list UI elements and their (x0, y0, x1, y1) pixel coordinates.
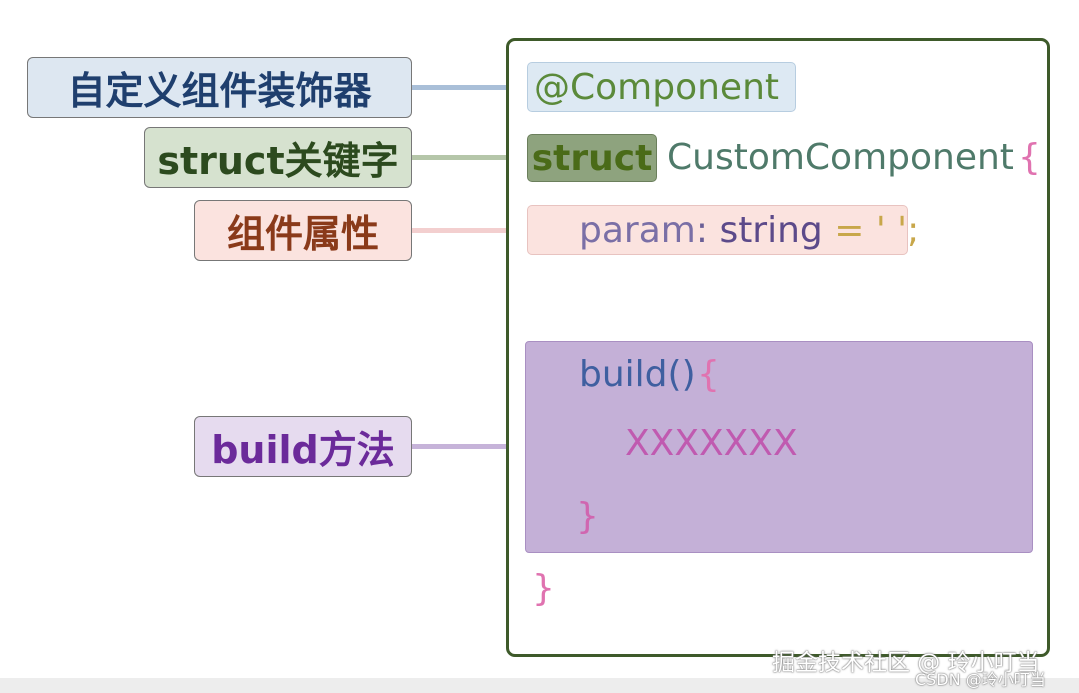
param-name: param (579, 209, 696, 251)
label-build-method: build方法 (194, 416, 412, 477)
label-component-props: 组件属性 (194, 200, 412, 261)
param-value: = ' '; (834, 209, 920, 251)
label-struct-keyword: struct关键字 (144, 127, 412, 188)
build-open-brace: { (697, 354, 720, 395)
struct-open-brace: { (1018, 137, 1041, 178)
connector-decorator (412, 85, 528, 90)
param-code: param: string = ' '; (527, 205, 919, 255)
param-type: string (719, 209, 823, 251)
connector-build (412, 444, 528, 449)
label-decorator: 自定义组件装饰器 (27, 57, 412, 118)
struct-close-brace: } (532, 568, 555, 609)
struct-keyword-code: struct (527, 134, 657, 182)
connector-struct (412, 155, 528, 160)
build-body: XXXXXXX (625, 423, 798, 464)
param-colon: : (695, 209, 708, 251)
watermark-juejin: 掘金技术社区 @ 玲小叮当 (772, 650, 1040, 676)
build-close-brace: } (576, 496, 599, 537)
decorator-code: @Component (527, 62, 796, 112)
component-name: CustomComponent (667, 137, 1014, 178)
connector-props (412, 228, 528, 233)
bottom-strip (0, 678, 1079, 693)
build-call: build() (579, 354, 696, 395)
build-block (525, 341, 1033, 553)
watermark-csdn: CSDN @玲小叮当 (915, 670, 1046, 689)
